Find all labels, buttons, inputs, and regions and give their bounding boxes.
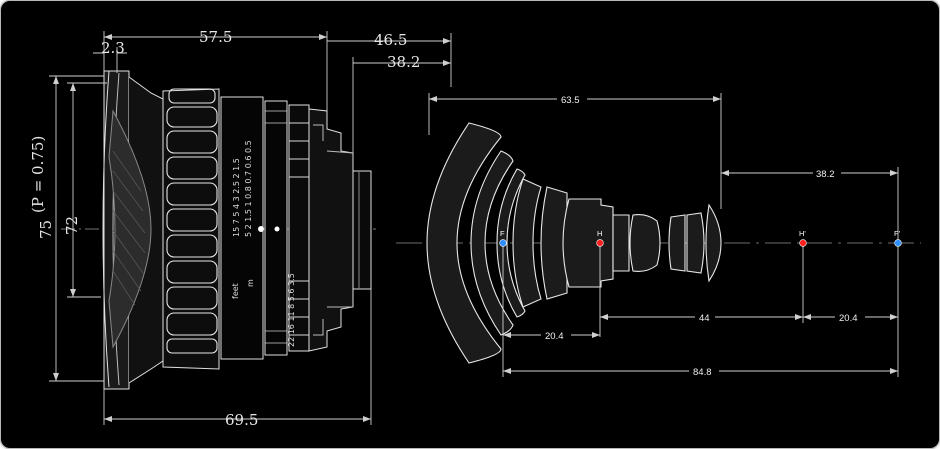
dim-rear-46: 46.5 [374, 31, 407, 49]
lens-element-10 [686, 212, 705, 274]
lens-element-7 [612, 214, 630, 272]
dim-total-length: 57.5 [199, 28, 232, 46]
front-focal-point-marker [499, 239, 507, 247]
lens-element-4 [512, 178, 542, 308]
distance-scale-engravings: 15 7 5 4 3 2.5 2 1.5 5 2 1.5 1 0.8 0.7 0… [231, 140, 296, 347]
lens-element-8 [629, 214, 661, 272]
front-focal-point-label: F [500, 229, 505, 238]
right-dimension-arrows [429, 96, 898, 374]
dim-front-step: 2.3 [101, 39, 125, 57]
feet-unit-label: feet [231, 283, 240, 299]
left-dimension-lines [49, 31, 452, 425]
focus-index-dot [258, 226, 264, 232]
lens-elements [426, 122, 722, 364]
front-principal-point-label: H [597, 229, 602, 238]
dim-rear-38: 38.2 [387, 53, 420, 71]
left-dimension-labels: 57.5 2.3 46.5 38.2 69.5 75 72 (P = 0.75) [29, 28, 420, 429]
dim-inner-diameter: 72 [63, 216, 81, 235]
dim-20-4-right: 20.4 [839, 313, 858, 324]
aperture-index-dot [274, 226, 280, 232]
cardinal-points: F H H' F' [499, 229, 902, 247]
dim-thread-pitch: (P = 0.75) [29, 136, 47, 213]
metre-unit-label: m [246, 279, 255, 287]
dim-outer-diameter: 75 [37, 220, 55, 239]
lens-element-3 [496, 168, 526, 318]
lens-element-11 [705, 203, 722, 283]
dim-44: 44 [699, 313, 710, 324]
rear-focal-point-label: F' [894, 229, 901, 238]
lens-barrel-drawing [61, 70, 376, 390]
lens-element-2 [470, 150, 514, 336]
dim-38-2: 38.2 [816, 169, 835, 180]
optical-cross-section: 63.5 38.2 20.4 44 20.4 84.8 F H H' F' [396, 93, 921, 378]
rear-principal-point-label: H' [799, 229, 806, 238]
lens-element-6 [562, 198, 614, 288]
dim-bottom-length: 69.5 [225, 411, 258, 429]
right-dimension-labels: 63.5 38.2 20.4 44 20.4 84.8 [541, 93, 865, 378]
dim-84-8: 84.8 [693, 367, 712, 378]
lens-element-5 [540, 186, 568, 300]
metre-scale-values: 5 2 1.5 1 0.8 0.7 0.6 0.5 [244, 140, 253, 237]
left-dimension-arrows [53, 34, 451, 422]
lens-element-1 [426, 122, 502, 364]
rear-principal-point-marker [799, 239, 807, 247]
lens-element-9 [668, 214, 686, 272]
dim-63-5: 63.5 [561, 95, 580, 106]
feet-scale-values: 15 7 5 4 3 2.5 2 1.5 [232, 158, 241, 237]
aperture-scale-values: 22 16 11 8 5.6 3.5 [287, 273, 296, 347]
rear-focal-point-marker [894, 239, 902, 247]
dim-20-4-left: 20.4 [545, 331, 564, 342]
front-principal-point-marker [596, 239, 604, 247]
